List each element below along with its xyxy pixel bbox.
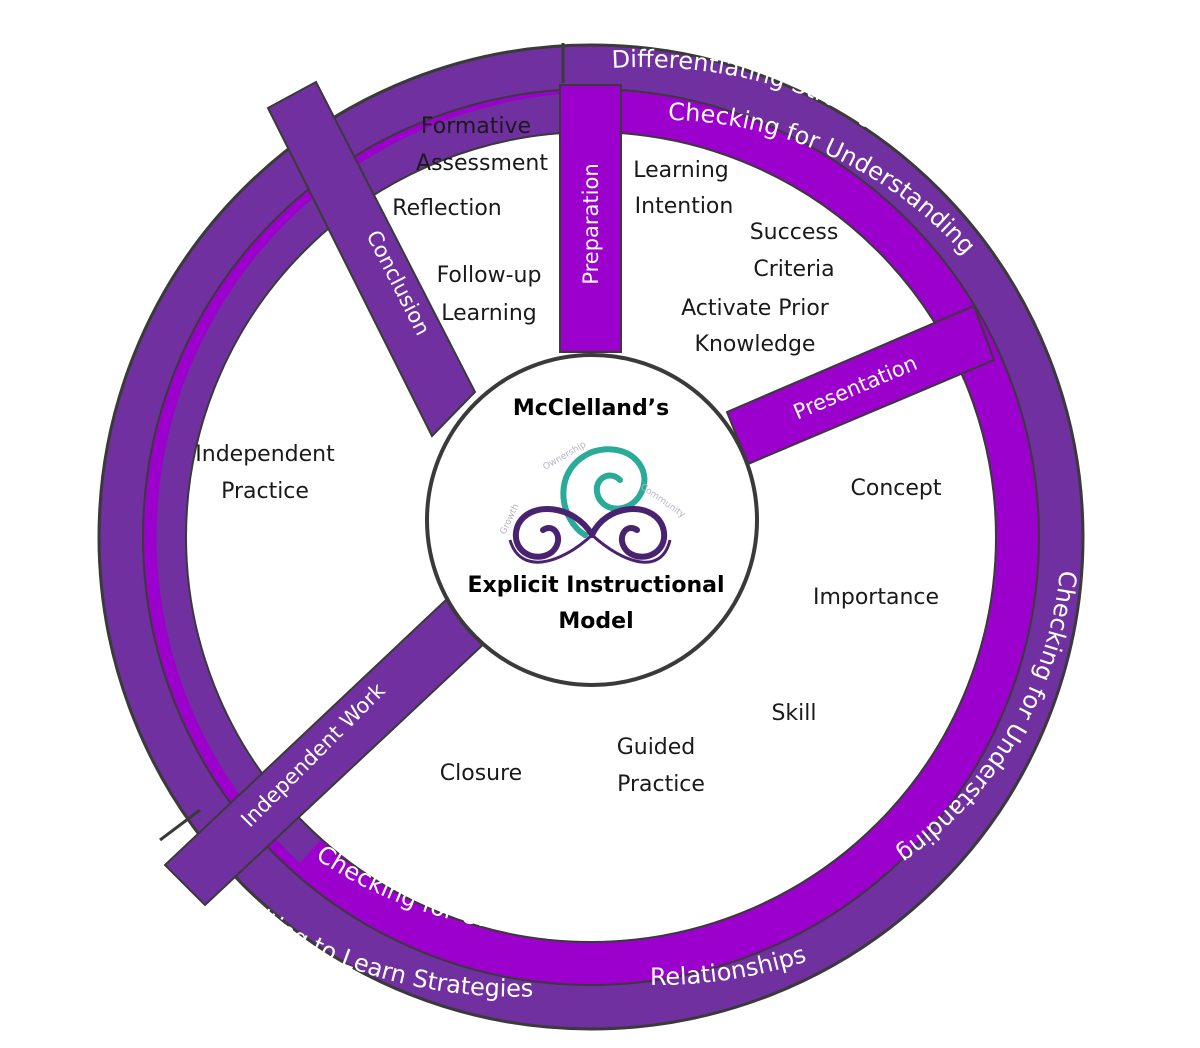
concl-followup-line-2: Learning (441, 301, 537, 326)
hub-title-line-2: Model (558, 609, 633, 634)
outer-label-periodic: Periodic Review (37, 343, 103, 533)
concl-formative-line-2: Assessment (416, 151, 548, 176)
prep-success-line-1: Success (750, 220, 839, 245)
pres-guided-line-1: Guided (617, 735, 696, 760)
pres-importance: Importance (813, 585, 939, 610)
prep-activate-line-2: Knowledge (695, 332, 816, 357)
pres-closure: Closure (440, 761, 522, 786)
preparation-bar (559, 84, 622, 353)
prep-success-line-2: Criteria (753, 257, 834, 282)
pres-concept: Concept (851, 476, 942, 501)
bar-label-preparation: Preparation (579, 163, 603, 284)
indep-line-2: Practice (221, 479, 309, 504)
concl-followup-line-1: Follow-up (437, 263, 542, 288)
hub-title-line-1: Explicit Instructional (467, 573, 724, 598)
outer-divider-bottom (159, 808, 201, 842)
prep-learning-line-2: Intention (635, 194, 734, 219)
prep-learning-line-1: Learning (633, 158, 729, 183)
concl-reflection: Reflection (392, 196, 501, 221)
center-hub (425, 353, 759, 687)
conclusion-bar (266, 80, 477, 438)
concl-formative-line-1: Formative (421, 114, 531, 139)
indep-line-1: Independent (195, 442, 335, 467)
pres-guided-line-2: Practice (617, 772, 705, 797)
prep-activate-line-1: Activate Prior (681, 296, 830, 321)
pres-skill: Skill (771, 701, 816, 726)
hub-title-top: McClelland’s (513, 396, 669, 421)
